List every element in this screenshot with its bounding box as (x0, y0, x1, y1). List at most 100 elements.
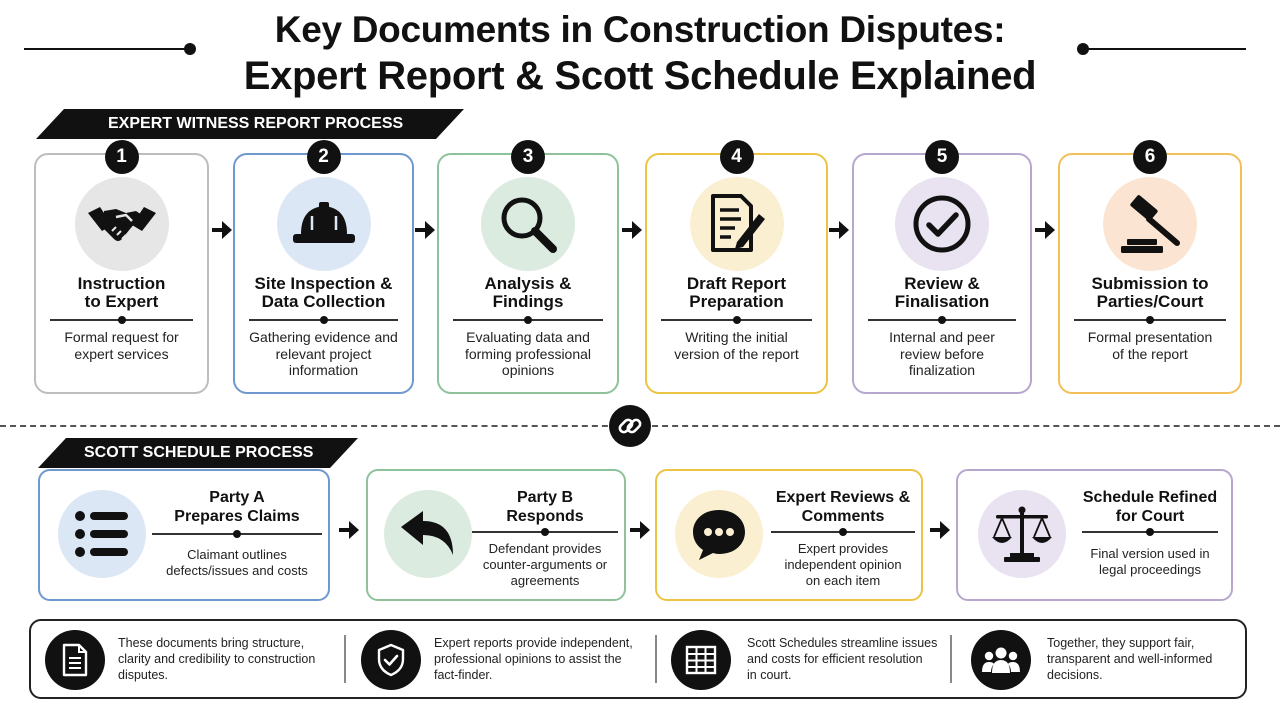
arrow-right-icon (415, 221, 435, 239)
card-icon-circle (978, 490, 1066, 578)
summary-divider (950, 635, 952, 683)
expert-step-6: 6 Submission to Parties/Court Formal pre… (1058, 140, 1242, 394)
summary-text: Together, they support fair, transparent… (1047, 636, 1213, 682)
card-description: Claimant outlines defects/issues and cos… (166, 547, 308, 578)
summary-divider (655, 635, 657, 683)
document-icon (62, 643, 88, 677)
gavel-icon (1121, 195, 1180, 253)
step-icon-circle (481, 177, 575, 271)
title-decoration-left (24, 48, 192, 50)
step-separator (868, 316, 1016, 324)
card-icon-circle (58, 490, 146, 578)
step-number-badge: 1 (104, 140, 139, 174)
arrow-right-icon (1035, 221, 1055, 239)
card-text: Party B Responds Defendant provides coun… (472, 471, 618, 599)
card-icon-circle (675, 490, 763, 578)
card-description: Defendant provides counter-arguments or … (482, 541, 608, 588)
card-description: Final version used in legal proceedings (1090, 546, 1210, 577)
summary-text: Scott Schedules streamline issues and co… (747, 636, 938, 682)
step-icon-circle (1103, 177, 1197, 271)
step-description: Formal request for expert services (64, 329, 179, 362)
expert-section-heading: EXPERT WITNESS REPORT PROCESS (108, 115, 404, 132)
card-title-1: Party A (209, 489, 265, 506)
step-title: Draft Report Preparation (686, 274, 787, 311)
card-text: Party A Prepares Claims Claimant outline… (152, 471, 322, 599)
summary-panel: These documents bring structure, clarity… (29, 619, 1247, 699)
scott-card-1: Party A Prepares Claims Claimant outline… (38, 469, 330, 601)
page-title: Key Documents in Construction Disputes: … (0, 8, 1280, 100)
summary-text: Expert reports provide independent, prof… (434, 636, 633, 682)
step-number-badge: 6 (1133, 140, 1167, 174)
title-decoration-right (1084, 48, 1246, 50)
title-decoration-dot-right (1077, 43, 1089, 55)
summary-icon-circle (671, 630, 731, 690)
arrow-right-icon (630, 521, 650, 539)
link-icon-circle (609, 405, 651, 447)
step-separator (661, 316, 812, 324)
summary-text: These documents bring structure, clarity… (118, 636, 316, 682)
card-text: Expert Reviews & Comments Expert provide… (771, 471, 915, 599)
table-icon (685, 645, 717, 675)
title-line-2: Expert Report & Scott Schedule Explained (243, 54, 1037, 98)
magnifier-icon (501, 197, 557, 253)
scales-icon (992, 506, 1052, 562)
step-number-badge: 3 (511, 140, 545, 174)
hard-hat-icon (292, 202, 355, 243)
check-circle-icon (913, 195, 971, 253)
scott-card-3: Expert Reviews & Comments Expert provide… (655, 469, 923, 601)
step-separator (249, 316, 398, 324)
card-separator (472, 528, 618, 536)
step-description: Internal and peer review before finaliza… (889, 329, 995, 378)
scott-card-2: Party B Responds Defendant provides coun… (366, 469, 626, 601)
step-number-badge: 4 (719, 140, 754, 174)
step-icon-circle (895, 177, 989, 271)
expert-step-2: 2 Site Inspection & Data Collection Gath… (233, 140, 414, 394)
step-number-badge: 2 (306, 140, 341, 174)
arrow-right-icon (212, 221, 232, 239)
summary-icon-circle (971, 630, 1031, 690)
handshake-icon (87, 207, 156, 241)
card-icon-circle (384, 490, 472, 578)
step-separator (50, 316, 193, 324)
step-description: Evaluating data and forming professional… (464, 329, 592, 378)
step-title: Instruction to Expert (77, 274, 166, 311)
title-line-1: Key Documents in Construction Disputes: (274, 9, 1006, 50)
card-description: Expert provides independent opinion on e… (784, 541, 902, 588)
reply-arrow-icon (401, 511, 453, 555)
step-description: Gathering evidence and relevant project … (249, 329, 398, 378)
expert-section-banner: EXPERT WITNESS REPORT PROCESS (36, 109, 464, 139)
step-number-badge: 5 (925, 140, 959, 174)
arrow-right-icon (339, 521, 359, 539)
arrow-right-icon (622, 221, 642, 239)
summary-divider (344, 635, 346, 683)
step-title: Site Inspection & Data Collection (254, 274, 393, 311)
step-description: Writing the initial version of the repor… (674, 329, 799, 362)
expert-step-1: 1 Instruction to Expert Formal request f… (34, 140, 209, 394)
step-icon-circle (276, 177, 371, 271)
speech-bubble-icon (693, 510, 745, 560)
step-icon-circle (689, 177, 784, 271)
link-icon (618, 418, 642, 434)
arrow-right-icon (930, 521, 950, 539)
shield-check-icon (377, 643, 405, 677)
step-separator (453, 316, 603, 324)
card-separator (771, 528, 915, 536)
step-description: Formal presentation of the report (1087, 329, 1213, 362)
step-title: Submission to Parties/Court (1091, 274, 1209, 311)
step-separator (1074, 316, 1226, 324)
card-text: Schedule Refined for Court Final version… (1082, 489, 1218, 577)
summary-icon-circle (361, 630, 421, 690)
summary-icon-circle (45, 630, 105, 690)
title-decoration-dot-left (184, 43, 196, 55)
card-title-2: Prepares Claims (174, 508, 300, 525)
expert-step-4: 4 Draft Report Preparation Writing the i… (645, 140, 828, 394)
document-pen-icon (710, 194, 765, 252)
step-icon-circle (74, 177, 169, 271)
card-separator (152, 530, 322, 538)
scott-card-4: Schedule Refined for Court Final version… (956, 469, 1233, 601)
expert-step-5: 5 Review & Finalisation Internal and pee… (852, 140, 1032, 394)
arrow-right-icon (829, 221, 849, 239)
people-icon (982, 647, 1020, 673)
step-title: Analysis & Findings (484, 274, 572, 311)
expert-step-3: 3 Analysis & Findings Evaluating data an… (437, 140, 619, 394)
